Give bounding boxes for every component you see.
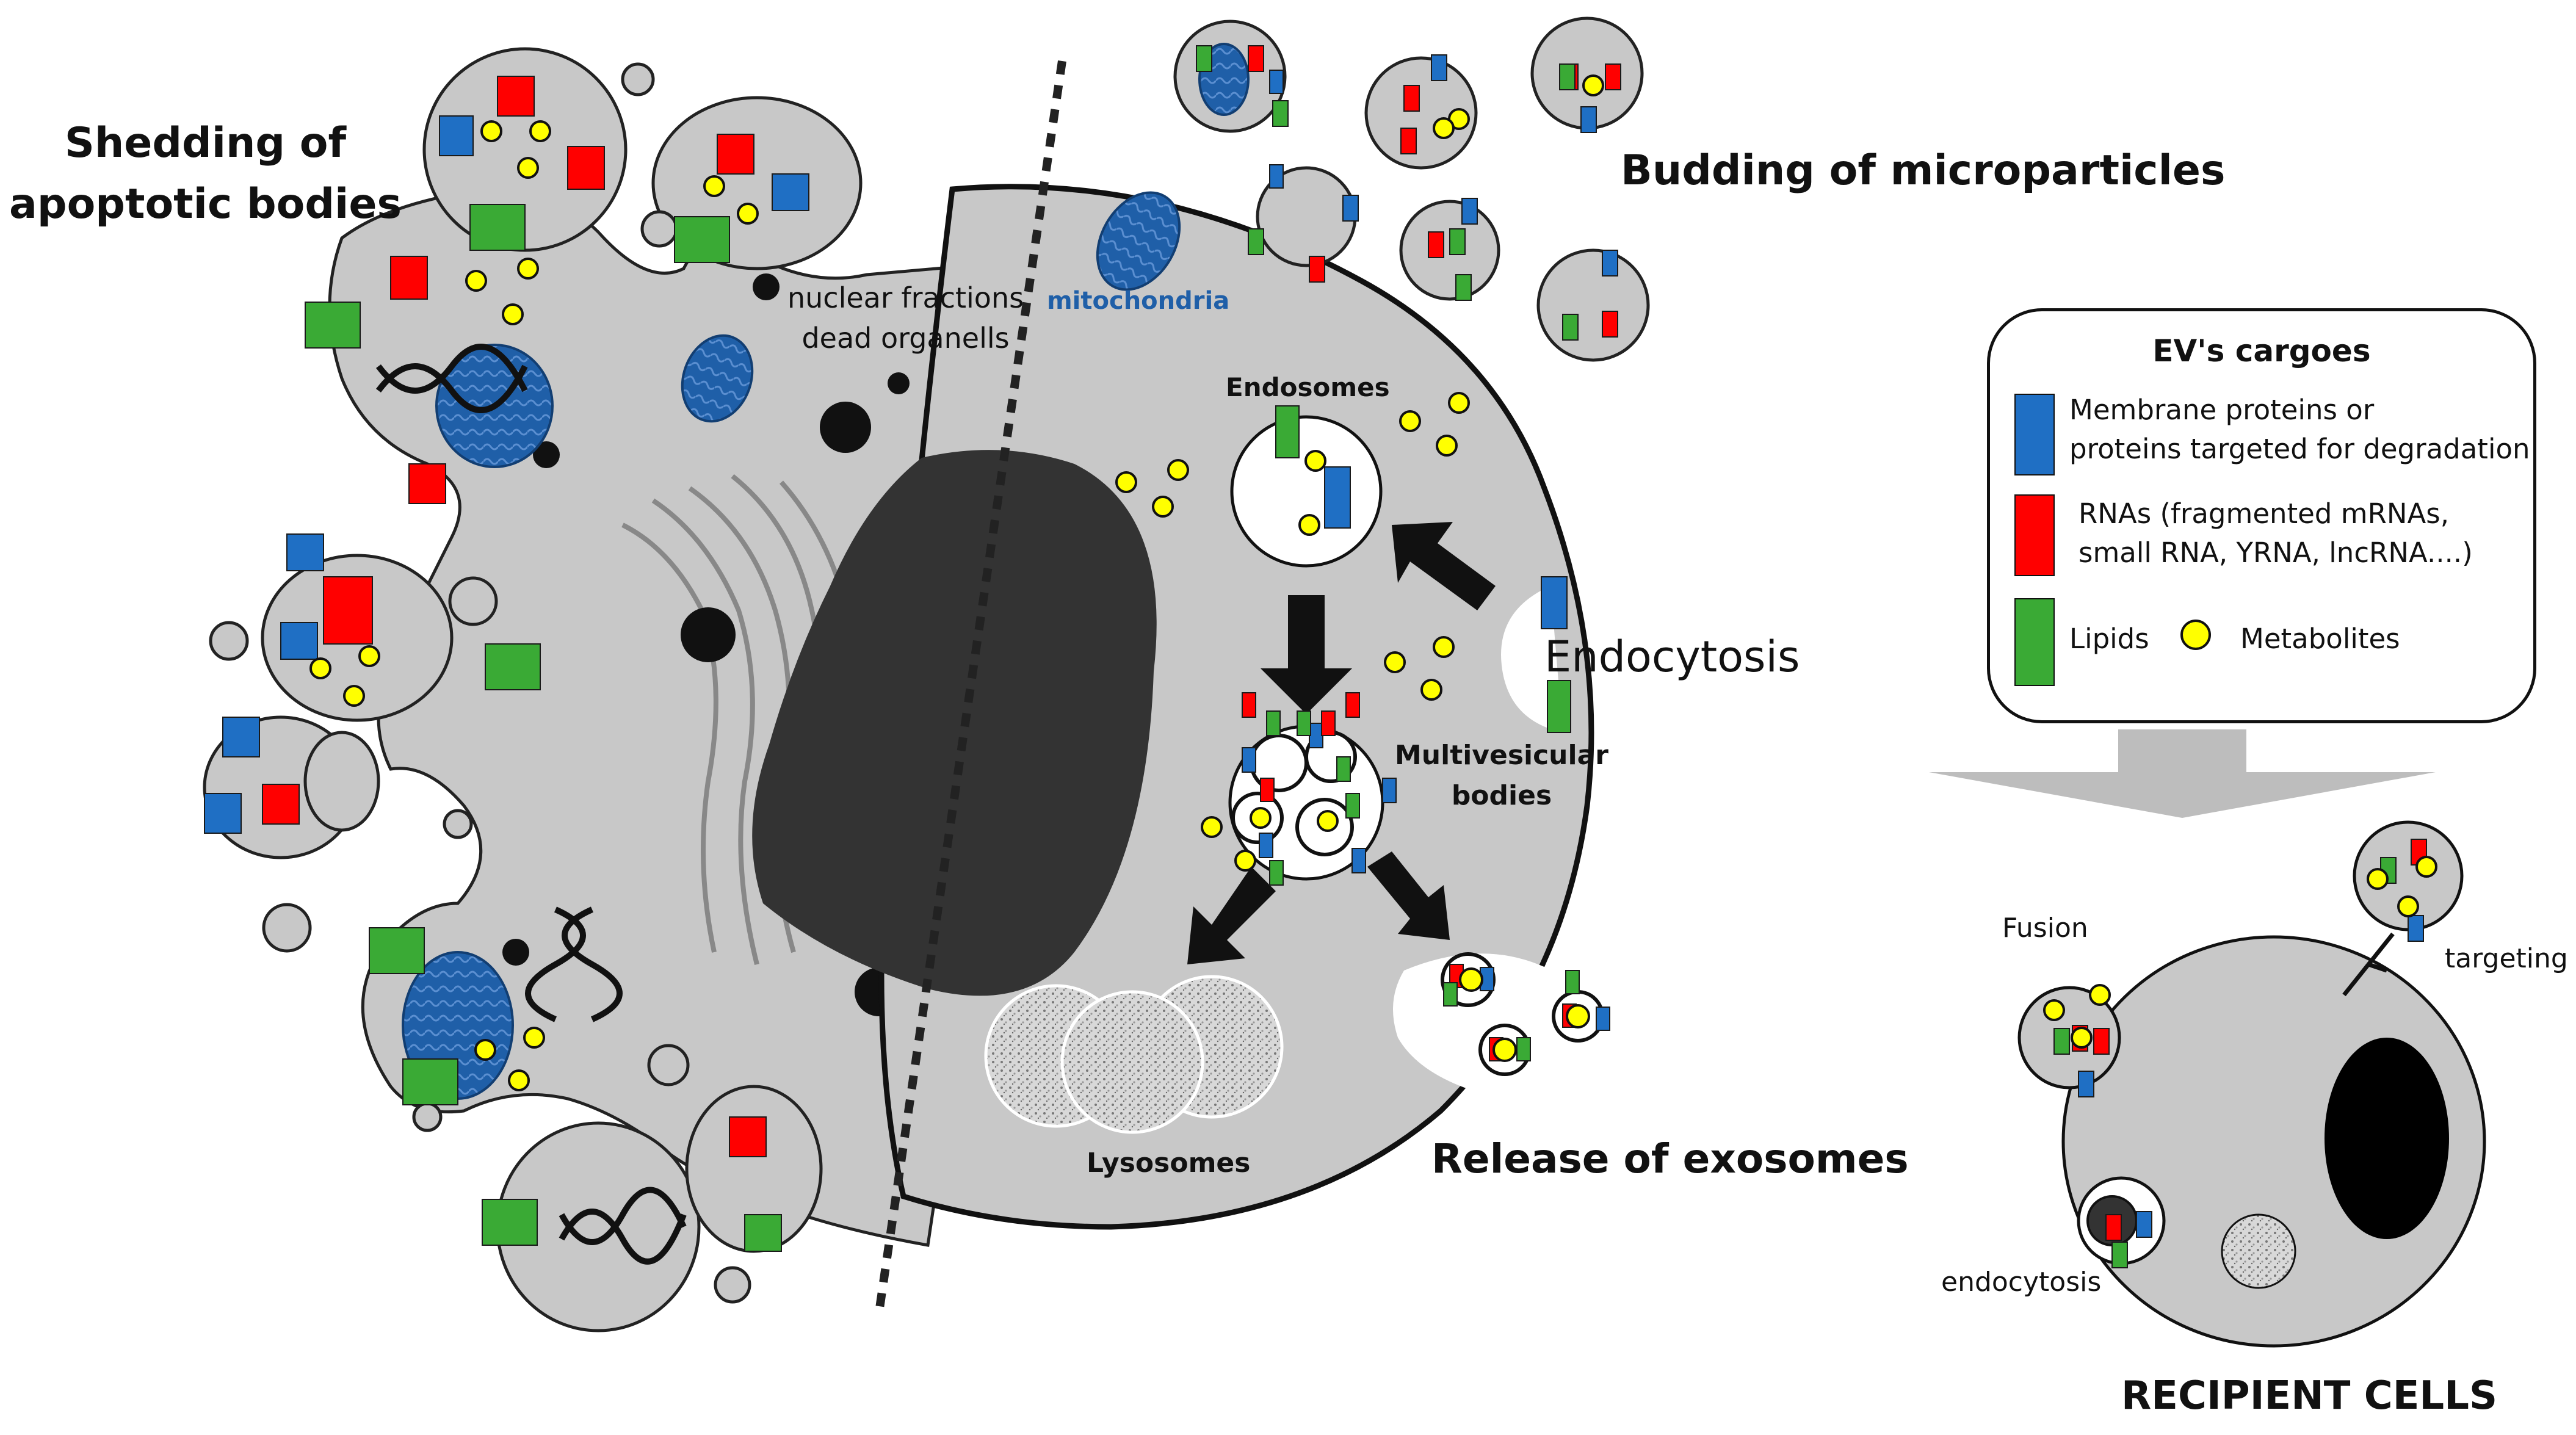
recipient-lysosome — [2221, 1213, 2296, 1289]
legend-title: EV's cargoes — [2152, 333, 2371, 369]
label-shedding: Shedding of apoptotic bodies — [9, 119, 402, 228]
legend-label-membrane: Membrane proteins or proteins targeted f… — [2069, 394, 2530, 465]
legend-swatch-metabolites — [2180, 620, 2211, 650]
recipient-nucleus — [2325, 1038, 2449, 1239]
label-targeting: targeting — [2445, 943, 2568, 974]
dna-icon — [525, 906, 687, 1265]
divider-line — [875, 60, 1066, 1314]
label-lysosomes: Lysosomes — [1087, 1148, 1251, 1179]
nucleus — [752, 450, 1157, 996]
legend-box: EV's cargoes Membrane proteins or protei… — [1987, 308, 2536, 723]
lysosomes — [984, 975, 1284, 1134]
legend-label-metabolites: Metabolites — [2240, 623, 2400, 655]
label-endocytosis-small: endocytosis — [1941, 1267, 2102, 1298]
secreting-cell — [752, 184, 1615, 1230]
recipient-cell — [2017, 820, 2486, 1348]
mitochondrion-icon — [1096, 191, 1181, 291]
label-nuclear-fractions: nuclear fractions dead organells — [787, 281, 1024, 355]
label-budding: Budding of microparticles — [1621, 146, 2226, 195]
label-multivesicular-bodies: Multivesicular bodies — [1395, 740, 1608, 811]
label-mitochondria: mitochondria — [1047, 287, 1230, 315]
label-endosomes: Endosomes — [1226, 372, 1390, 402]
label-release-exosomes: Release of exosomes — [1431, 1135, 1909, 1182]
label-fusion: Fusion — [2002, 913, 2088, 944]
endosome — [1230, 415, 1383, 568]
dna-icon — [376, 344, 528, 413]
legend-swatch-membrane — [2014, 394, 2055, 475]
mitochondrion-icon — [681, 334, 754, 423]
legend-label-rnas: RNAs (fragmented mRNAs, small RNA, YRNA,… — [2079, 497, 2473, 569]
label-recipient-cells: RECIPIENT CELLS — [2121, 1373, 2498, 1419]
cargo-markers — [204, 45, 2437, 1268]
legend-swatch-lipids — [2014, 598, 2055, 686]
process-arrows — [1187, 522, 2436, 964]
legend-swatch-rnas — [2014, 494, 2055, 576]
label-endocytosis: Endocytosis — [1544, 632, 1800, 682]
legend-label-lipids: Lipids — [2069, 623, 2149, 655]
